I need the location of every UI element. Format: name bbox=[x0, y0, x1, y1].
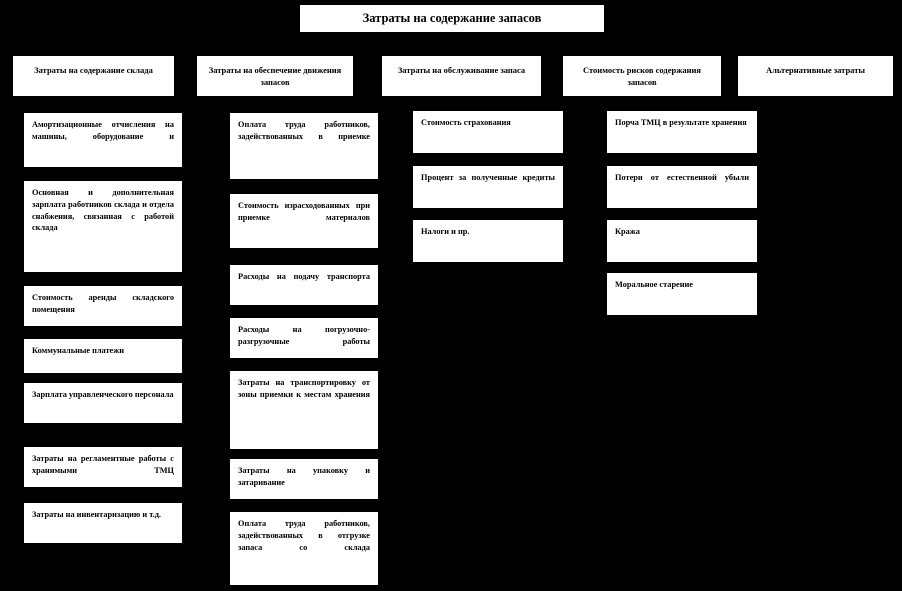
leaf-node-service-1[interactable]: Стоимость страхования bbox=[412, 110, 564, 154]
leaf-label-service-1: Стоимость страхования bbox=[421, 118, 511, 127]
root-node-label: Затраты на содержание запасов bbox=[362, 11, 542, 25]
leaf-node-risks-2[interactable]: Потери от естественной убыли bbox=[606, 165, 758, 209]
leaf-label-movement-2: Стоимость израсходованных при приемке ма… bbox=[238, 201, 370, 222]
leaf-node-risks-4[interactable]: Моральное старение bbox=[606, 272, 758, 316]
leaf-node-movement-1[interactable]: Оплата труда работников, задействованных… bbox=[229, 112, 379, 180]
leaf-label-movement-5: Затраты на транспортировку от зоны прием… bbox=[238, 378, 370, 399]
leaf-node-movement-6[interactable]: Затраты на упаковку и затаривание bbox=[229, 458, 379, 500]
leaf-label-service-2: Процент за полученные кредиты bbox=[421, 173, 555, 182]
leaf-label-movement-7: Оплата труда работников, задействованных… bbox=[238, 519, 370, 552]
leaf-label-service-3: Налоги и пр. bbox=[421, 227, 470, 236]
leaf-label-warehouse-4: Коммунальные платежи bbox=[32, 346, 125, 355]
leaf-label-risks-1: Порча ТМЦ в результате хранения bbox=[615, 118, 747, 127]
leaf-label-movement-3: Расходы на подачу транспорта bbox=[238, 272, 370, 281]
category-label-alternative: Альтернативные затраты bbox=[765, 65, 866, 75]
category-node-service[interactable]: Затраты на обслуживание запаса bbox=[381, 55, 542, 97]
leaf-label-warehouse-6: Затраты на регламентные работы с хранимы… bbox=[32, 454, 174, 475]
leaf-label-warehouse-2: Основная и дополнительная зарплата работ… bbox=[32, 188, 174, 233]
leaf-node-warehouse-4[interactable]: Коммунальные платежи bbox=[23, 338, 183, 374]
category-node-movement[interactable]: Затраты на обеспечение движения запасов bbox=[196, 55, 354, 97]
leaf-label-warehouse-3: Стоимость аренды складского помещения bbox=[32, 293, 174, 314]
leaf-node-movement-5[interactable]: Затраты на транспортировку от зоны прием… bbox=[229, 370, 379, 450]
root-node-inventory-holding-costs[interactable]: Затраты на содержание запасов bbox=[299, 4, 605, 33]
leaf-label-risks-2: Потери от естественной убыли bbox=[615, 173, 749, 182]
leaf-node-movement-2[interactable]: Стоимость израсходованных при приемке ма… bbox=[229, 193, 379, 249]
category-label-warehouse: Затраты на содержание склада bbox=[34, 65, 153, 75]
leaf-label-movement-6: Затраты на упаковку и затаривание bbox=[238, 466, 370, 487]
leaf-node-warehouse-2[interactable]: Основная и дополнительная зарплата работ… bbox=[23, 180, 183, 273]
category-label-risks: Стоимость рисков содержания запасов bbox=[582, 65, 702, 88]
category-node-risks[interactable]: Стоимость рисков содержания запасов bbox=[562, 55, 722, 97]
leaf-label-warehouse-1: Амортизационные отчисления на машины, об… bbox=[32, 120, 174, 141]
category-node-alternative[interactable]: Альтернативные затраты bbox=[737, 55, 894, 97]
leaf-node-warehouse-6[interactable]: Затраты на регламентные работы с хранимы… bbox=[23, 446, 183, 488]
leaf-label-risks-4: Моральное старение bbox=[615, 280, 693, 289]
category-label-movement: Затраты на обеспечение движения запасов bbox=[208, 65, 342, 88]
leaf-label-movement-1: Оплата труда работников, задействованных… bbox=[238, 120, 370, 141]
leaf-node-service-2[interactable]: Процент за полученные кредиты bbox=[412, 165, 564, 209]
leaf-node-warehouse-3[interactable]: Стоимость аренды складского помещения bbox=[23, 285, 183, 327]
leaf-label-risks-3: Кража bbox=[615, 227, 640, 236]
leaf-node-movement-4[interactable]: Расходы на погрузочно-разгрузочные работ… bbox=[229, 317, 379, 359]
leaf-node-movement-7[interactable]: Оплата труда работников, задействованных… bbox=[229, 511, 379, 586]
category-label-service: Затраты на обслуживание запаса bbox=[397, 65, 526, 75]
leaf-node-warehouse-5[interactable]: Зарплата управленческого персонала bbox=[23, 382, 183, 424]
leaf-node-risks-1[interactable]: Порча ТМЦ в результате хранения bbox=[606, 110, 758, 154]
leaf-label-movement-4: Расходы на погрузочно-разгрузочные работ… bbox=[238, 325, 370, 346]
leaf-node-risks-3[interactable]: Кража bbox=[606, 219, 758, 263]
leaf-label-warehouse-5: Зарплата управленческого персонала bbox=[32, 390, 174, 399]
leaf-node-warehouse-1[interactable]: Амортизационные отчисления на машины, об… bbox=[23, 112, 183, 168]
leaf-node-service-3[interactable]: Налоги и пр. bbox=[412, 219, 564, 263]
leaf-node-warehouse-7[interactable]: Затраты на инвентаризацию и т.д. bbox=[23, 502, 183, 544]
leaf-label-warehouse-7: Затраты на инвентаризацию и т.д. bbox=[32, 510, 162, 519]
leaf-node-movement-3[interactable]: Расходы на подачу транспорта bbox=[229, 264, 379, 306]
category-node-warehouse[interactable]: Затраты на содержание склада bbox=[12, 55, 175, 97]
